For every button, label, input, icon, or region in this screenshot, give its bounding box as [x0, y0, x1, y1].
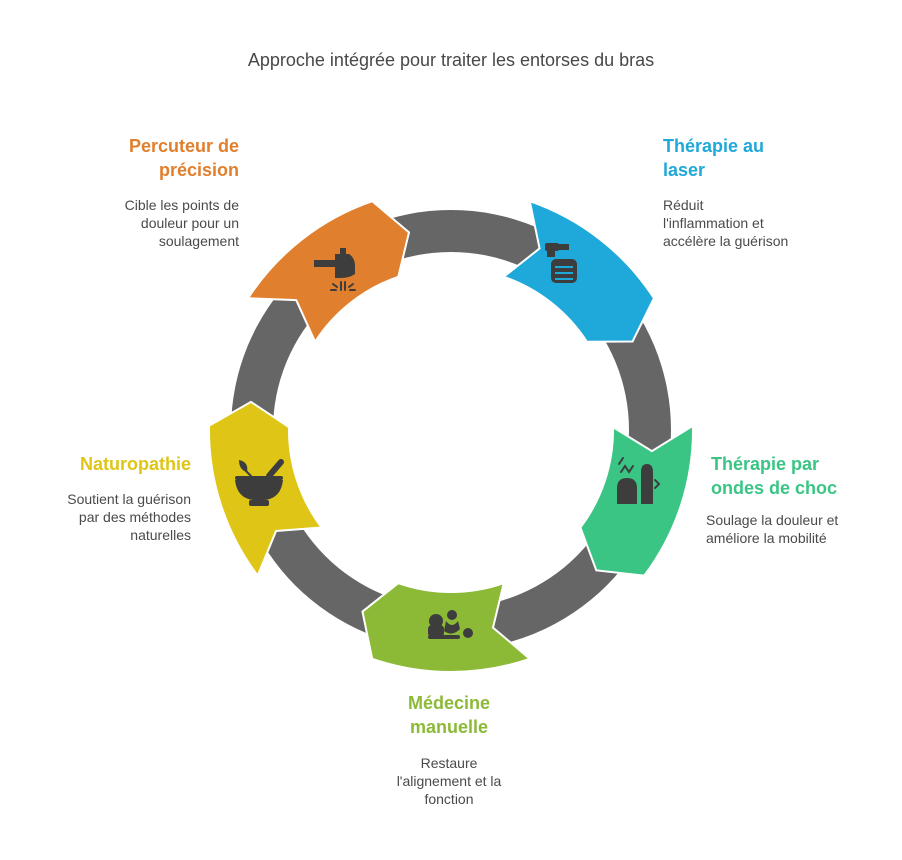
medecine-desc-line: Restaure — [420, 755, 478, 771]
percuteur-heading: Percuteur de précision — [60, 134, 239, 182]
medecine-heading: Médecine manuelle — [349, 691, 549, 739]
naturopathie-description: Soutient la guérison par des méthodes na… — [40, 490, 191, 544]
laser-heading: Thérapie au laser — [663, 134, 863, 182]
naturopathie-heading-line1: Naturopathie — [79, 454, 191, 474]
segment-laser — [501, 199, 656, 343]
laser-heading-line2: laser — [663, 160, 706, 180]
naturopathie-desc-line: par des méthodes — [78, 509, 191, 525]
laser-desc-line: Réduit — [663, 197, 704, 213]
laser-desc-line: accélère la guérison — [663, 233, 789, 249]
laser-description: Réduit l'inflammation et accélère la gué… — [663, 196, 863, 250]
laser-hand-icon — [545, 243, 577, 283]
page-title: Approche intégrée pour traiter les entor… — [247, 50, 655, 70]
percuteur-desc-line: Cible les points de — [124, 197, 239, 213]
segments — [208, 199, 694, 673]
medecine-desc-line: l'alignement et la — [396, 773, 502, 789]
ondes-desc-line: Soulage la douleur et — [706, 512, 839, 528]
laser-desc-line: l'inflammation et — [663, 215, 764, 231]
mortar-pestle-icon — [235, 459, 284, 506]
percuteur-heading-line2: précision — [158, 160, 239, 180]
ondes-heading-line2: ondes de choc — [711, 478, 838, 498]
hammer-icon — [314, 248, 356, 291]
medecine-heading-line1: Médecine — [407, 693, 491, 713]
percuteur-desc-line: douleur pour un — [140, 215, 239, 231]
medecine-desc-line: fonction — [424, 791, 474, 807]
shockwave-icon — [617, 457, 661, 504]
icons — [235, 243, 661, 639]
ondes-desc-line: améliore la mobilité — [706, 530, 827, 546]
medecine-heading-line2: manuelle — [409, 717, 489, 737]
naturopathie-desc-line: Soutient la guérison — [67, 491, 191, 507]
laser-heading-line1: Thérapie au — [663, 136, 765, 156]
ondes-heading: Thérapie par ondes de choc — [711, 452, 891, 500]
ondes-description: Soulage la douleur et améliore la mobili… — [706, 511, 891, 547]
medecine-description: Restaure l'alignement et la fonction — [349, 754, 549, 808]
naturopathie-desc-line: naturelles — [130, 527, 191, 543]
percuteur-desc-line: soulagement — [158, 233, 239, 249]
massage-icon — [428, 610, 473, 639]
ondes-heading-line1: Thérapie par — [711, 454, 820, 474]
percuteur-description: Cible les points de douleur pour un soul… — [60, 196, 239, 250]
naturopathie-heading: Naturopathie — [40, 452, 191, 476]
percuteur-heading-line1: Percuteur de — [128, 136, 239, 156]
segment-percuteur — [246, 200, 411, 344]
